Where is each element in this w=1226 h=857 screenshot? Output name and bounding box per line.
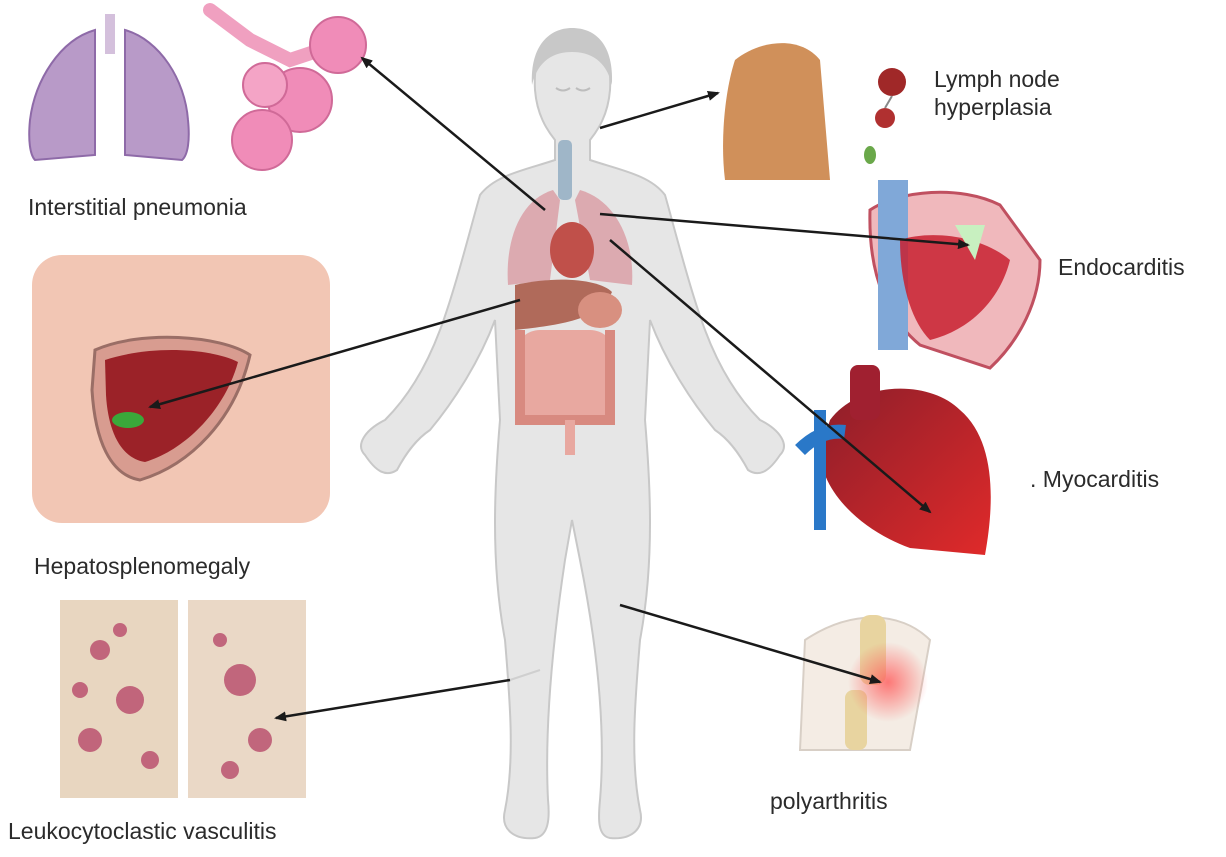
label-lymph-node-line1: Lymph node [934, 66, 1060, 94]
label-endocarditis: Endocarditis [1058, 254, 1185, 282]
enlarged-lymph-node [878, 68, 906, 96]
bronchiole [210, 10, 320, 60]
enlarged-lymph-node [875, 108, 895, 128]
label-polyarthritis: polyarthritis [770, 788, 888, 816]
leg-photo-right [188, 600, 306, 798]
arrow-to-vasculitis [276, 680, 510, 718]
alveolar-sac [310, 17, 366, 73]
neck-profile [723, 43, 830, 180]
body-rectum [565, 420, 575, 455]
gallbladder [112, 412, 144, 428]
neck-lymph-illustration [723, 43, 906, 180]
label-lymph-node-line2: hyperplasia [934, 94, 1060, 122]
knee-illustration [800, 615, 930, 750]
label-interstitial-pneumonia: Interstitial pneumonia [28, 194, 247, 222]
label-myocarditis: . Myocarditis [1030, 466, 1159, 494]
label-lymph-node-hyperplasia: Lymph node hyperplasia [934, 66, 1060, 121]
inflamed-joint [848, 642, 928, 722]
lungs-illustration [29, 14, 189, 160]
heart-muscle [820, 389, 991, 555]
body-heart [550, 222, 594, 278]
alveoli-illustration [210, 10, 366, 170]
torso-liver-illustration [32, 255, 330, 523]
arrow-to-lymph-node [600, 93, 718, 128]
heart-aorta [850, 365, 880, 420]
label-hepatosplenomegaly: Hepatosplenomegaly [34, 553, 250, 581]
alveolar-sac [243, 63, 287, 107]
arrow-to-lungs [362, 58, 545, 210]
lung-right-lobe [125, 30, 189, 160]
lymph-node [864, 146, 876, 164]
body-intestines [515, 330, 615, 420]
trachea [558, 140, 572, 200]
leg-rash-photos [60, 600, 306, 798]
human-body-figure [361, 28, 784, 838]
heart-section-illustration [870, 180, 1040, 368]
label-leukocytoclastic-vasculitis: Leukocytoclastic vasculitis [8, 818, 276, 846]
lymph-vessel [885, 96, 892, 108]
alveolar-sac [232, 110, 292, 170]
lung-left-lobe [29, 30, 95, 160]
lung-trachea [105, 14, 115, 54]
heart-myocarditis-illustration [800, 365, 991, 555]
body-stomach [578, 292, 622, 328]
